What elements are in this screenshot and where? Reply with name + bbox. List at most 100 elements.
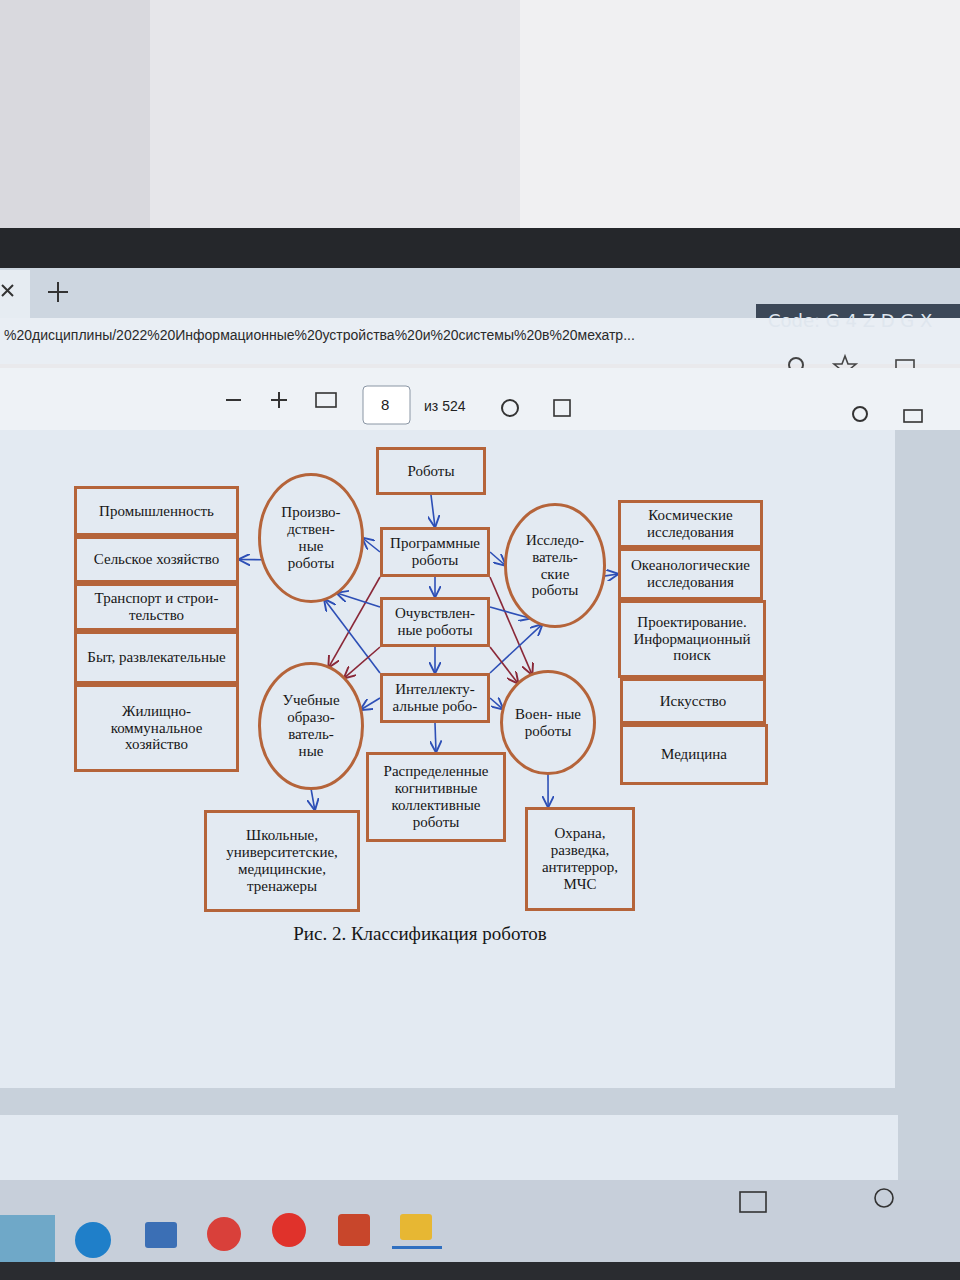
node-label: Океанологические исследования [627,557,754,591]
application-box: Медицина [620,724,768,785]
yandex-icon [272,1213,306,1247]
node-label: Очувствлен- ные роботы [389,605,481,639]
node-label: Программные роботы [389,535,481,569]
taskbar [0,1180,960,1280]
yandex-browser-icon [207,1217,241,1251]
connector-arrow [337,593,380,607]
app-icon [145,1222,177,1248]
close-icon [2,285,13,296]
connector-arrow [434,647,436,673]
application-box: Быт, развлекательные [74,631,239,684]
powerpoint-icon [338,1214,370,1246]
node-label: Охрана, разведка, антитеррор, МЧС [534,825,626,892]
connector-arrow [311,789,315,811]
page-number: 8 [381,396,389,413]
print-icon [904,410,922,422]
connector-arrow [363,538,381,552]
application-box: Школьные, университетские, медицинские, … [204,810,360,912]
node-label: Жилищно- коммунальное хозяйство [83,703,230,753]
bottom-bezel [0,1262,960,1280]
node-label: Транспорт и строи- тельство [83,590,230,624]
node-label: Воен- ные роботы [515,706,582,740]
connector-arrow [435,723,436,752]
application-box: Проектирование. Информационный поиск [618,600,766,678]
task-underline [392,1246,442,1249]
ellipse-shape [502,672,595,774]
figure-caption: Рис. 2. Классификация роботов [140,923,700,945]
access-code: Code: G 4 Z D G X [768,310,932,331]
tray-icon [740,1192,766,1212]
ellipse-shape [260,664,363,789]
application-box: Охрана, разведка, антитеррор, МЧС [525,807,635,911]
globe-icon [875,1189,893,1207]
class-ellipse: Учебные образо- ватель- ные [258,662,364,790]
connector-arrow [239,559,263,561]
node-label: Медицина [661,746,727,763]
connector-arrow [490,698,503,709]
page-field [363,386,410,424]
rotate-icon [502,400,518,416]
node-label: Сельское хозяйство [94,551,219,568]
wall-shade [0,0,150,235]
connector-arrow [431,495,435,527]
application-box: Океанологические исследования [618,548,763,600]
class-ellipse: Произво- дствен- ные роботы [258,473,364,603]
node-label: Интеллекту- альные робо- [389,681,481,715]
edge-icon [75,1222,111,1258]
application-box: Сельское хозяйство [74,536,239,583]
url-text: %20дисциплины/2022%20Информационные%20ус… [4,327,635,343]
node-label: Произво- дствен- ные роботы [274,504,348,571]
view-icon [554,400,570,416]
pdf-toolbar [0,368,960,430]
search-icon [853,407,867,421]
viewer-ground [0,430,960,1185]
active-tab [0,270,30,318]
monitor-bezel [0,228,960,272]
connector-arrow [361,698,380,710]
connector-arrow [490,552,506,566]
node-label: Быт, развлекательные [87,649,225,666]
pdf-page [0,430,895,1088]
wall-light [520,0,960,235]
connector-arrow [490,647,518,683]
ellipse-shape [260,475,363,602]
application-box: Космические исследования [618,500,763,548]
application-box: Транспорт и строи- тельство [74,583,239,631]
node-label: Школьные, университетские, медицинские, … [213,827,351,894]
connector-arrow [434,577,436,597]
node-label: Учебные образо- ватель- ные [274,692,348,759]
zoom-out-icon [226,399,241,401]
node-label: Промышленность [99,503,214,520]
new-tab-icon [48,282,68,302]
type-box: Распределенные когнитивные коллективные … [366,752,506,842]
node-label: Искусство [660,693,726,710]
node-label: Космические исследования [627,507,754,541]
connector-arrow [324,599,380,673]
connector-arrow [344,647,380,678]
connector-arrow [604,574,618,576]
application-box: Жилищно- коммунальное хозяйство [74,684,239,772]
class-ellipse: Исследо- ватель- ские роботы [504,503,606,628]
zoom-in-icon [271,392,287,408]
ellipse-shape [506,505,605,627]
node-label: Исследо- ватель- ские роботы [520,532,591,599]
node-label: Роботы [407,463,454,480]
wall [0,0,960,235]
next-pdf-page [0,1115,898,1185]
class-ellipse: Воен- ные роботы [500,670,596,775]
type-box: Очувствлен- ные роботы [380,597,490,647]
page-count: из 524 [424,398,466,414]
node-label: Проектирование. Информационный поиск [627,614,757,664]
type-box: Интеллекту- альные робо- [380,673,490,723]
folder-icon [400,1214,432,1240]
connector-arrow [490,624,542,673]
application-box: Искусство [620,678,766,724]
taskbar-widget [0,1215,55,1265]
fit-icon [316,393,336,407]
root-box: Роботы [376,447,486,495]
application-box: Промышленность [74,486,239,536]
node-label: Распределенные когнитивные коллективные … [375,763,497,830]
connector-arrow [547,774,549,808]
type-box: Программные роботы [380,527,490,577]
